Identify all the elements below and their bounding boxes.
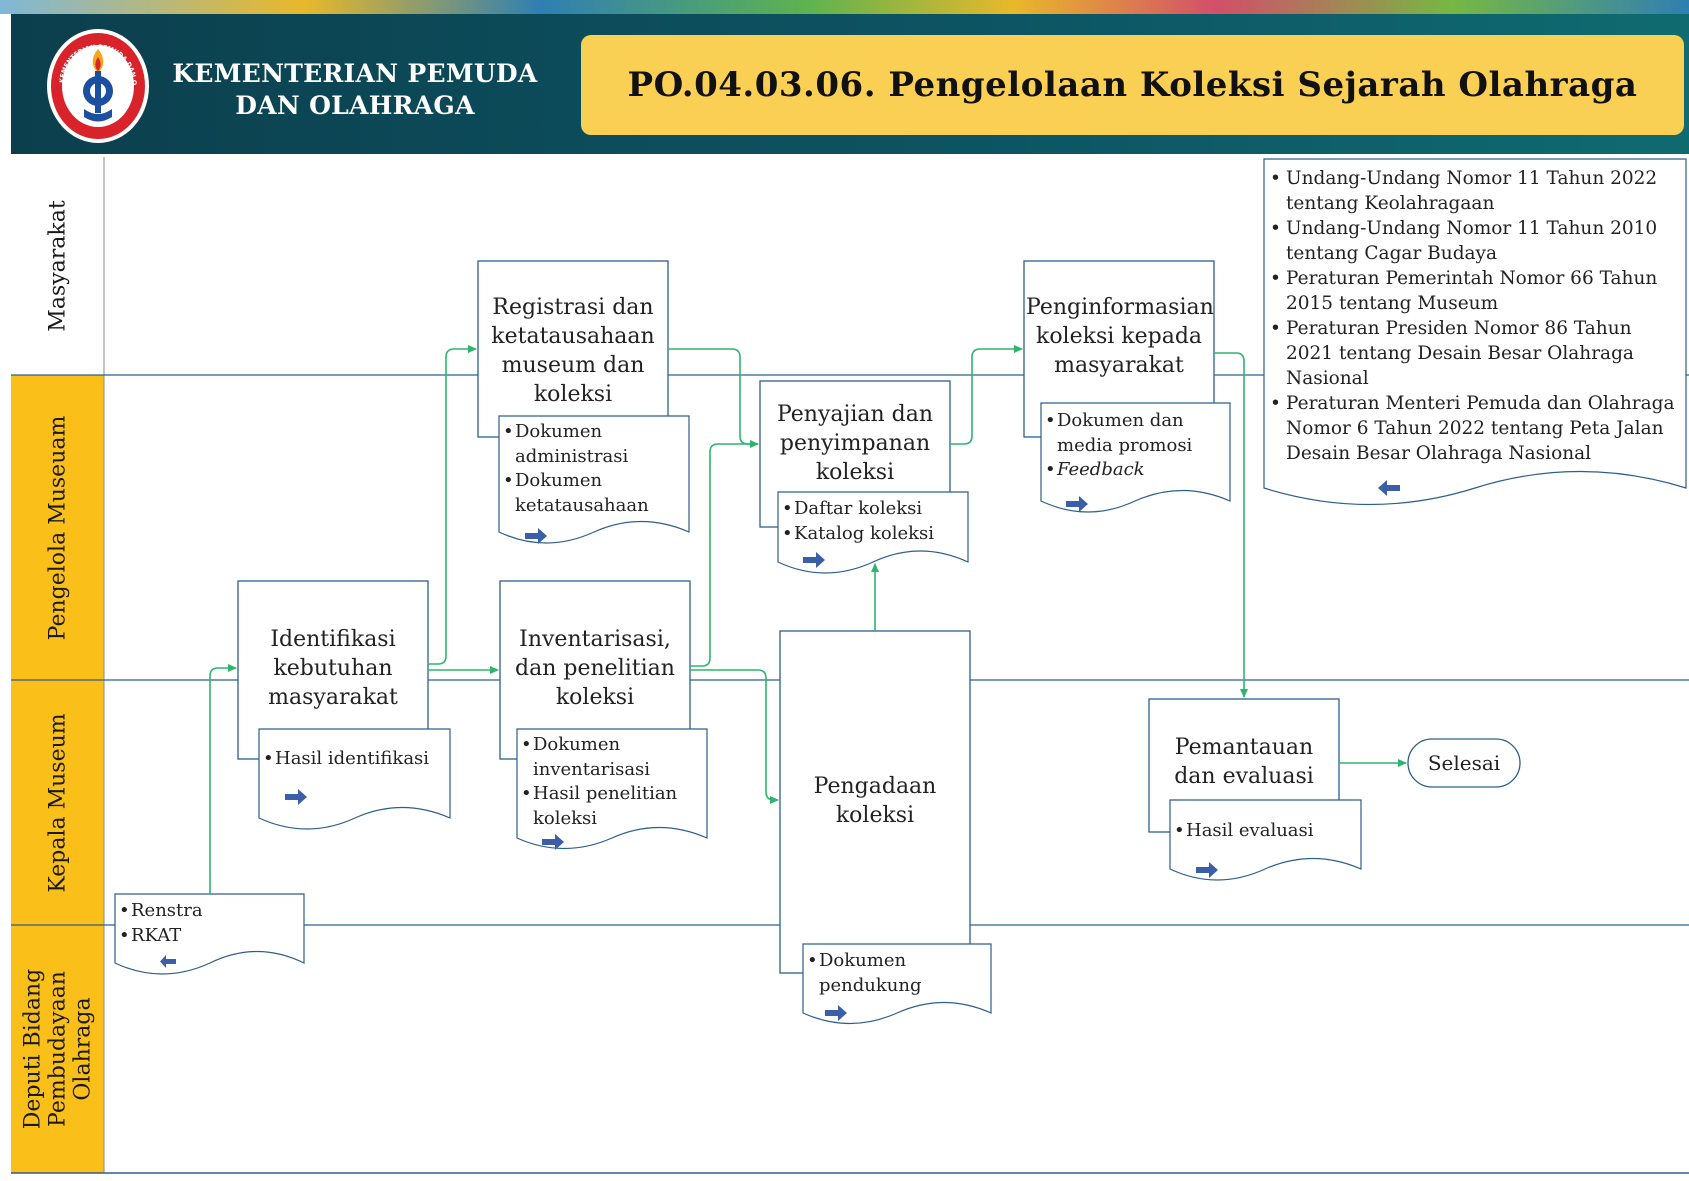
reference-item: Peraturan Pemerintah Nomor 66 Tahun 2015… xyxy=(1266,266,1684,316)
lane-label-masyarakat: Masyarakat xyxy=(11,157,104,375)
organization-name: KEMENTERIAN PEMUDA DAN OLAHRAGA xyxy=(165,58,545,122)
reference-item: Peraturan Menteri Pemuda dan Olahraga No… xyxy=(1266,391,1684,466)
doc-arrow-inventarisasi xyxy=(542,834,564,850)
process-registrasi xyxy=(477,260,669,438)
doc-item: Hasil evaluasi xyxy=(1174,819,1314,844)
doc-item: Daftar koleksi xyxy=(782,497,934,522)
decorative-top-strip xyxy=(0,0,1689,14)
lane-label-bg-deputi xyxy=(11,925,104,1173)
flow-identifikasi-to-registrasi xyxy=(428,345,477,665)
process-identifikasi-label: Identifikasi kebutuhan masyarakat xyxy=(268,627,398,710)
references-list: Undang-Undang Nomor 11 Tahun 2022 tentan… xyxy=(1266,166,1684,466)
doc-item: Katalog koleksi xyxy=(782,522,934,547)
doc-item: Feedback xyxy=(1045,458,1195,483)
doc-arrow-references xyxy=(1378,480,1400,496)
process-pengadaan xyxy=(779,630,971,974)
reference-item: Undang-Undang Nomor 11 Tahun 2022 tentan… xyxy=(1266,166,1684,216)
process-penyajian-label: Penyajian dan penyimpanan koleksi xyxy=(776,402,934,485)
title-box: PO.04.03.06. Pengelolaan Koleksi Sejarah… xyxy=(581,35,1684,135)
reference-item: Peraturan Presiden Nomor 86 Tahun 2021 t… xyxy=(1266,316,1684,391)
lane-label-bg-pengelola xyxy=(11,375,104,680)
flow-penyajian-to-penginformasian xyxy=(950,345,1023,445)
doc-item: Dokumen inventarisasi xyxy=(521,733,663,782)
ministry-logo: KEMENTERIAN PEMUDA DAN OLAHRAGA REPUBLIK… xyxy=(46,27,149,143)
flow-renstra-to-identifikasi xyxy=(209,664,237,894)
doc-arrow-penginformasian xyxy=(1066,496,1088,512)
doc-arrow-registrasi xyxy=(525,528,547,544)
flow-penginformasian-to-pemantauan xyxy=(1214,352,1248,698)
lane-pengelola-text: Pengelola Museuam xyxy=(45,415,70,640)
terminal-selesai xyxy=(1407,738,1521,788)
reference-item: Undang-Undang Nomor 11 Tahun 2010 tentan… xyxy=(1266,216,1684,266)
process-pengadaan-label: Pengadaan koleksi xyxy=(813,774,937,828)
process-registrasi-label: Registrasi dan ketatausahaan museum dan … xyxy=(491,295,655,407)
doc-arrow-evaluasi xyxy=(1196,862,1218,878)
organization-line-1: KEMENTERIAN PEMUDA xyxy=(172,59,538,88)
lane-label-bg-kepala xyxy=(11,680,104,925)
doc-item: Dokumen dan media promosi xyxy=(1045,409,1195,458)
doc-item: Dokumen pendukung xyxy=(807,949,927,998)
process-pemantauan-label: Pemantauan dan evaluasi xyxy=(1174,735,1314,789)
organization-line-2: DAN OLAHRAGA xyxy=(235,91,475,120)
doc-pengadaan-text: Dokumen pendukung xyxy=(807,949,927,998)
process-penginformasian-label: Penginformasian koleksi kepada masyaraka… xyxy=(1026,295,1214,378)
doc-arrow-renstra xyxy=(160,955,176,968)
doc-registrasi-text: Dokumen administrasi Dokumen ketatausaha… xyxy=(503,420,663,518)
page-title: PO.04.03.06. Pengelolaan Koleksi Sejarah… xyxy=(627,65,1638,105)
process-inventarisasi-label: Inventarisasi, dan penelitian koleksi xyxy=(515,627,675,710)
lane-label-bg-masyarakat xyxy=(11,157,104,375)
lane-label-deputi: Deputi Bidang Pembudayaan Olahraga xyxy=(11,925,104,1173)
flow-inventarisasi-to-pengadaan xyxy=(690,669,779,804)
doc-arrow-hasil-identifikasi xyxy=(285,789,307,805)
doc-penyajian-text: Daftar koleksi Katalog koleksi xyxy=(782,497,934,546)
flow-inventarisasi-to-penyajian xyxy=(690,443,758,667)
doc-item: Hasil identifikasi xyxy=(263,747,429,772)
doc-item: Dokumen administrasi xyxy=(503,420,663,469)
doc-arrow-penyajian xyxy=(803,552,825,568)
doc-item: Dokumen ketatausahaan xyxy=(503,469,663,518)
lane-deputi-text: Deputi Bidang Pembudayaan Olahraga xyxy=(20,968,95,1130)
doc-evaluasi-text: Hasil evaluasi xyxy=(1174,819,1314,844)
lane-label-kepala: Kepala Museum xyxy=(11,680,104,925)
doc-item: Hasil penelitian koleksi xyxy=(521,782,703,831)
doc-item: RKAT xyxy=(119,924,203,949)
lane-masyarakat-text: Masyarakat xyxy=(45,200,70,332)
doc-hasil-identifikasi xyxy=(258,728,451,830)
doc-item: Renstra xyxy=(119,899,203,924)
doc-hasil-identifikasi-text: Hasil identifikasi xyxy=(263,747,429,772)
doc-penginformasian-text: Dokumen dan media promosi Feedback xyxy=(1045,409,1195,483)
doc-renstra-text: Renstra RKAT xyxy=(119,899,203,948)
lane-label-pengelola: Pengelola Museuam xyxy=(11,375,104,680)
doc-inventarisasi-text: Dokumen inventarisasi Hasil penelitian k… xyxy=(521,733,701,831)
lane-kepala-text: Kepala Museum xyxy=(45,712,70,893)
terminal-selesai-label: Selesai xyxy=(1427,751,1501,775)
doc-arrow-pengadaan xyxy=(825,1005,847,1021)
